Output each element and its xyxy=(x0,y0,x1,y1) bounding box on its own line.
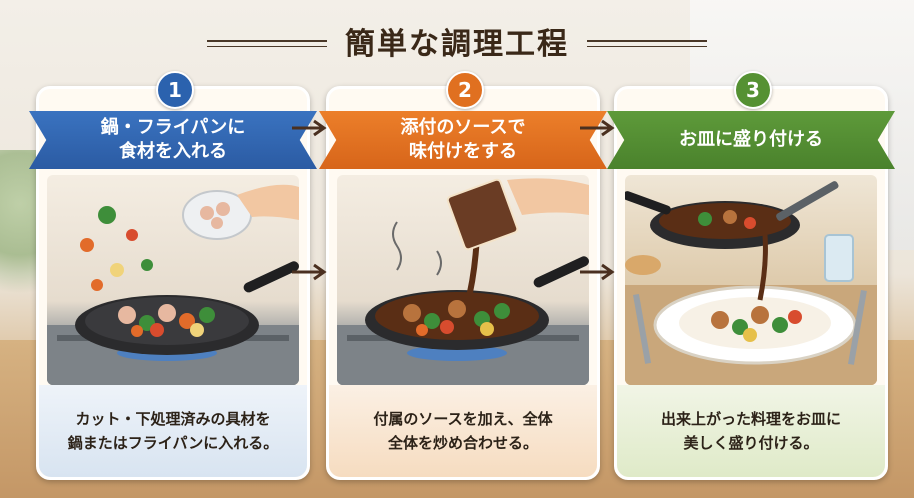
step-illustration-3 xyxy=(625,175,877,385)
step-illustration-1 xyxy=(47,175,299,385)
step-title-banner-1: 鍋・フライパンに 食材を入れる xyxy=(29,111,317,169)
step-title-1-line-1: 鍋・フライパンに xyxy=(100,117,246,138)
step-card-1: 1 鍋・フライパンに 食材を入れる xyxy=(29,71,317,480)
step-description-3: 出来上がった料理をお皿に 美しく盛り付ける。 xyxy=(617,385,885,477)
frying-pan-icon xyxy=(47,184,299,385)
hand-icon xyxy=(237,184,299,220)
step-description-2-line-1: 付属のソースを加え、全体 xyxy=(373,410,553,428)
arrow-right-icon xyxy=(292,263,327,281)
arrow-right-icon xyxy=(292,119,327,137)
step-title-banner-2: 添付のソースで 味付けをする xyxy=(319,111,607,169)
arrow-right-icon xyxy=(580,119,615,137)
step-card-3: 3 お皿に盛り付ける xyxy=(607,71,895,480)
step-number-1: 1 xyxy=(156,71,194,109)
frying-pan-icon xyxy=(337,178,589,385)
sauce-packet-icon xyxy=(446,178,519,251)
step-description-2-line-2: 全体を炒め合わせる。 xyxy=(387,434,538,452)
step-title-2-line-2: 味付けをする xyxy=(408,141,517,162)
title-header: 簡単な調理工程 xyxy=(0,14,914,68)
glass-icon xyxy=(824,234,854,282)
knife-icon xyxy=(847,290,867,365)
step-description-1: カット・下処理済みの具材を 鍋またはフライパンに入れる。 xyxy=(39,385,307,477)
step-title-3-line-1: お皿に盛り付ける xyxy=(679,129,823,150)
step-description-3-line-2: 美しく盛り付ける。 xyxy=(683,434,819,452)
arrow-right-icon xyxy=(580,263,615,281)
plate-icon xyxy=(625,181,877,385)
step-description-1-line-1: カット・下処理済みの具材を xyxy=(75,410,271,428)
page-title: 簡単な調理工程 xyxy=(345,27,569,62)
step-number-2: 2 xyxy=(446,71,484,109)
hand-icon xyxy=(507,178,589,215)
step-illustration-2 xyxy=(337,175,589,385)
step-description-2: 付属のソースを加え、全体 全体を炒め合わせる。 xyxy=(329,385,597,477)
step-title-2-line-1: 添付のソースで xyxy=(400,117,526,138)
step-title-banner-3: お皿に盛り付ける xyxy=(607,111,895,169)
title-right-line xyxy=(587,40,707,47)
fork-icon xyxy=(633,293,652,364)
step-number-3: 3 xyxy=(734,71,772,109)
step-title-1-line-2: 食材を入れる xyxy=(118,141,227,162)
step-description-3-line-1: 出来上がった料理をお皿に xyxy=(660,410,841,428)
step-card-2: 2 添付のソースで 味付けをする xyxy=(319,71,607,480)
background-plant xyxy=(0,150,40,330)
step-description-1-line-2: 鍋またはフライパンに入れる。 xyxy=(67,434,279,452)
title-left-line xyxy=(207,40,327,47)
